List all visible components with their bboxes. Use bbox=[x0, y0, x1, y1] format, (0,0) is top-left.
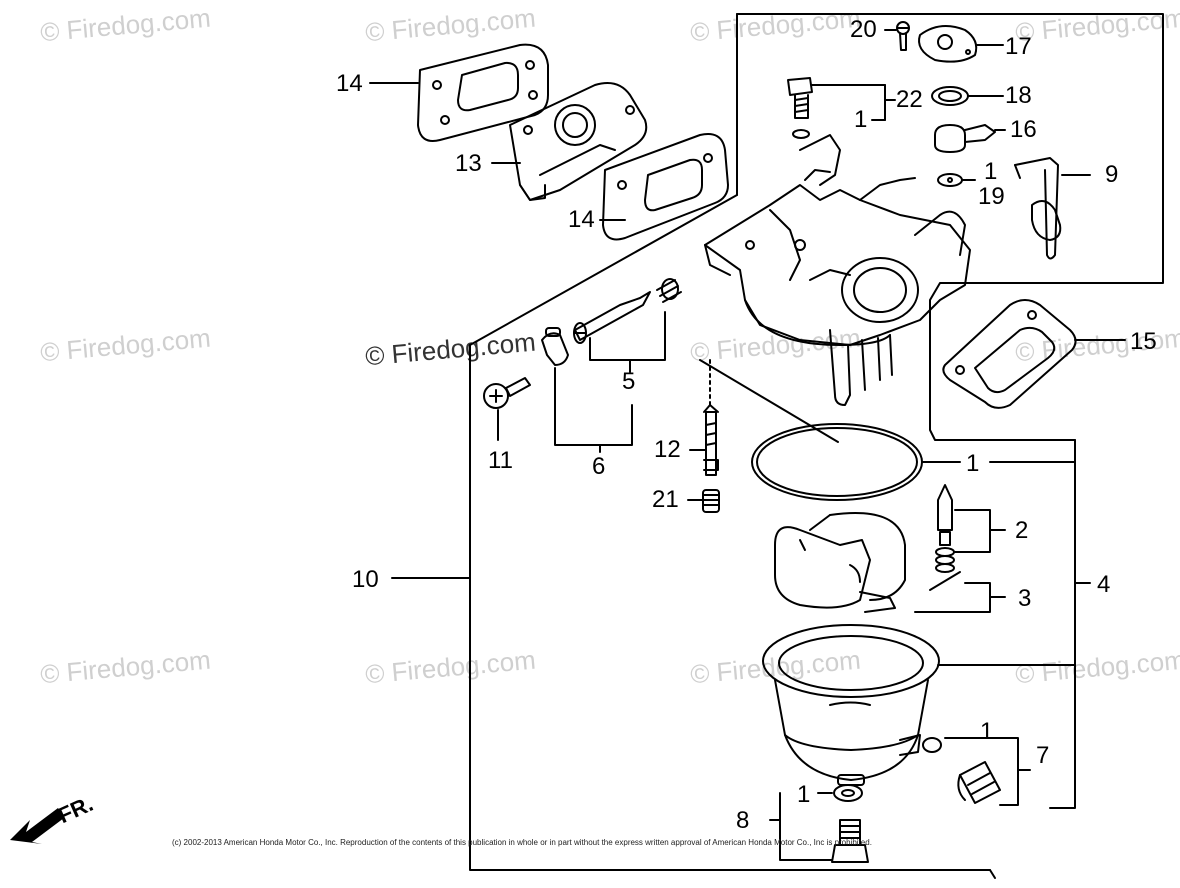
frame-diagonal bbox=[469, 194, 738, 346]
callout-1: 1 bbox=[966, 450, 980, 477]
washer-7 bbox=[922, 737, 942, 753]
needle-valve-2 bbox=[935, 484, 955, 573]
bracket-4 bbox=[1049, 439, 1076, 809]
frame-upper bbox=[736, 13, 1164, 441]
callout-9: 9 bbox=[1105, 161, 1119, 188]
callout-12: 12 bbox=[654, 436, 681, 463]
callout-22: 22 bbox=[896, 86, 923, 113]
callout-1: 1 bbox=[854, 106, 868, 133]
callout-21: 21 bbox=[652, 486, 679, 513]
callout-1: 1 bbox=[980, 718, 994, 745]
callout-14: 14 bbox=[568, 206, 595, 233]
drain-bolt-7 bbox=[957, 761, 1001, 804]
callout-17: 17 bbox=[1005, 33, 1032, 60]
float-3 bbox=[774, 512, 961, 613]
screw-11 bbox=[483, 377, 531, 409]
callout-20: 20 bbox=[850, 16, 877, 43]
gasket-14-top bbox=[417, 43, 549, 142]
pilot-screw bbox=[573, 291, 651, 344]
lever-9 bbox=[1014, 157, 1062, 260]
fr-arrow bbox=[10, 808, 64, 844]
spring-5 bbox=[656, 278, 682, 303]
callout-16: 16 bbox=[1010, 116, 1037, 143]
callout-4: 4 bbox=[1097, 571, 1111, 598]
callout-18: 18 bbox=[1005, 82, 1032, 109]
screw-20 bbox=[896, 21, 910, 51]
collar-16 bbox=[934, 124, 996, 153]
cover-17 bbox=[918, 25, 978, 63]
callout-10: 10 bbox=[352, 566, 379, 593]
carburetor-body bbox=[704, 134, 971, 406]
callout-14: 14 bbox=[336, 70, 363, 97]
callout-2: 2 bbox=[1015, 517, 1029, 544]
callout-6: 6 bbox=[592, 453, 606, 480]
o-ring bbox=[751, 423, 923, 501]
float-chamber bbox=[762, 624, 940, 786]
jet-12 bbox=[703, 404, 719, 476]
callout-5: 5 bbox=[622, 368, 636, 395]
callout-8: 8 bbox=[736, 807, 750, 834]
frame-10 bbox=[469, 344, 991, 871]
callout-11: 11 bbox=[488, 447, 513, 474]
washer-19 bbox=[937, 173, 963, 187]
callout-1: 1 bbox=[797, 781, 811, 808]
gasket-14-lower bbox=[602, 133, 729, 241]
callout-19: 19 bbox=[978, 183, 1005, 210]
callout-7: 7 bbox=[1036, 742, 1050, 769]
copyright-notice: (c) 2002-2013 American Honda Motor Co., … bbox=[172, 838, 872, 847]
gasket-15 bbox=[942, 299, 1077, 409]
callout-13: 13 bbox=[455, 150, 482, 177]
cap-6 bbox=[541, 327, 569, 366]
callout-15: 15 bbox=[1130, 328, 1157, 355]
washer-8 bbox=[833, 784, 863, 802]
jet-21 bbox=[702, 489, 720, 513]
callout-1: 1 bbox=[984, 158, 998, 185]
bolt-8 bbox=[831, 819, 869, 863]
insulator-13 bbox=[509, 82, 648, 201]
screw-22 bbox=[787, 77, 813, 139]
callout-3: 3 bbox=[1018, 585, 1032, 612]
packing-18 bbox=[931, 86, 969, 106]
